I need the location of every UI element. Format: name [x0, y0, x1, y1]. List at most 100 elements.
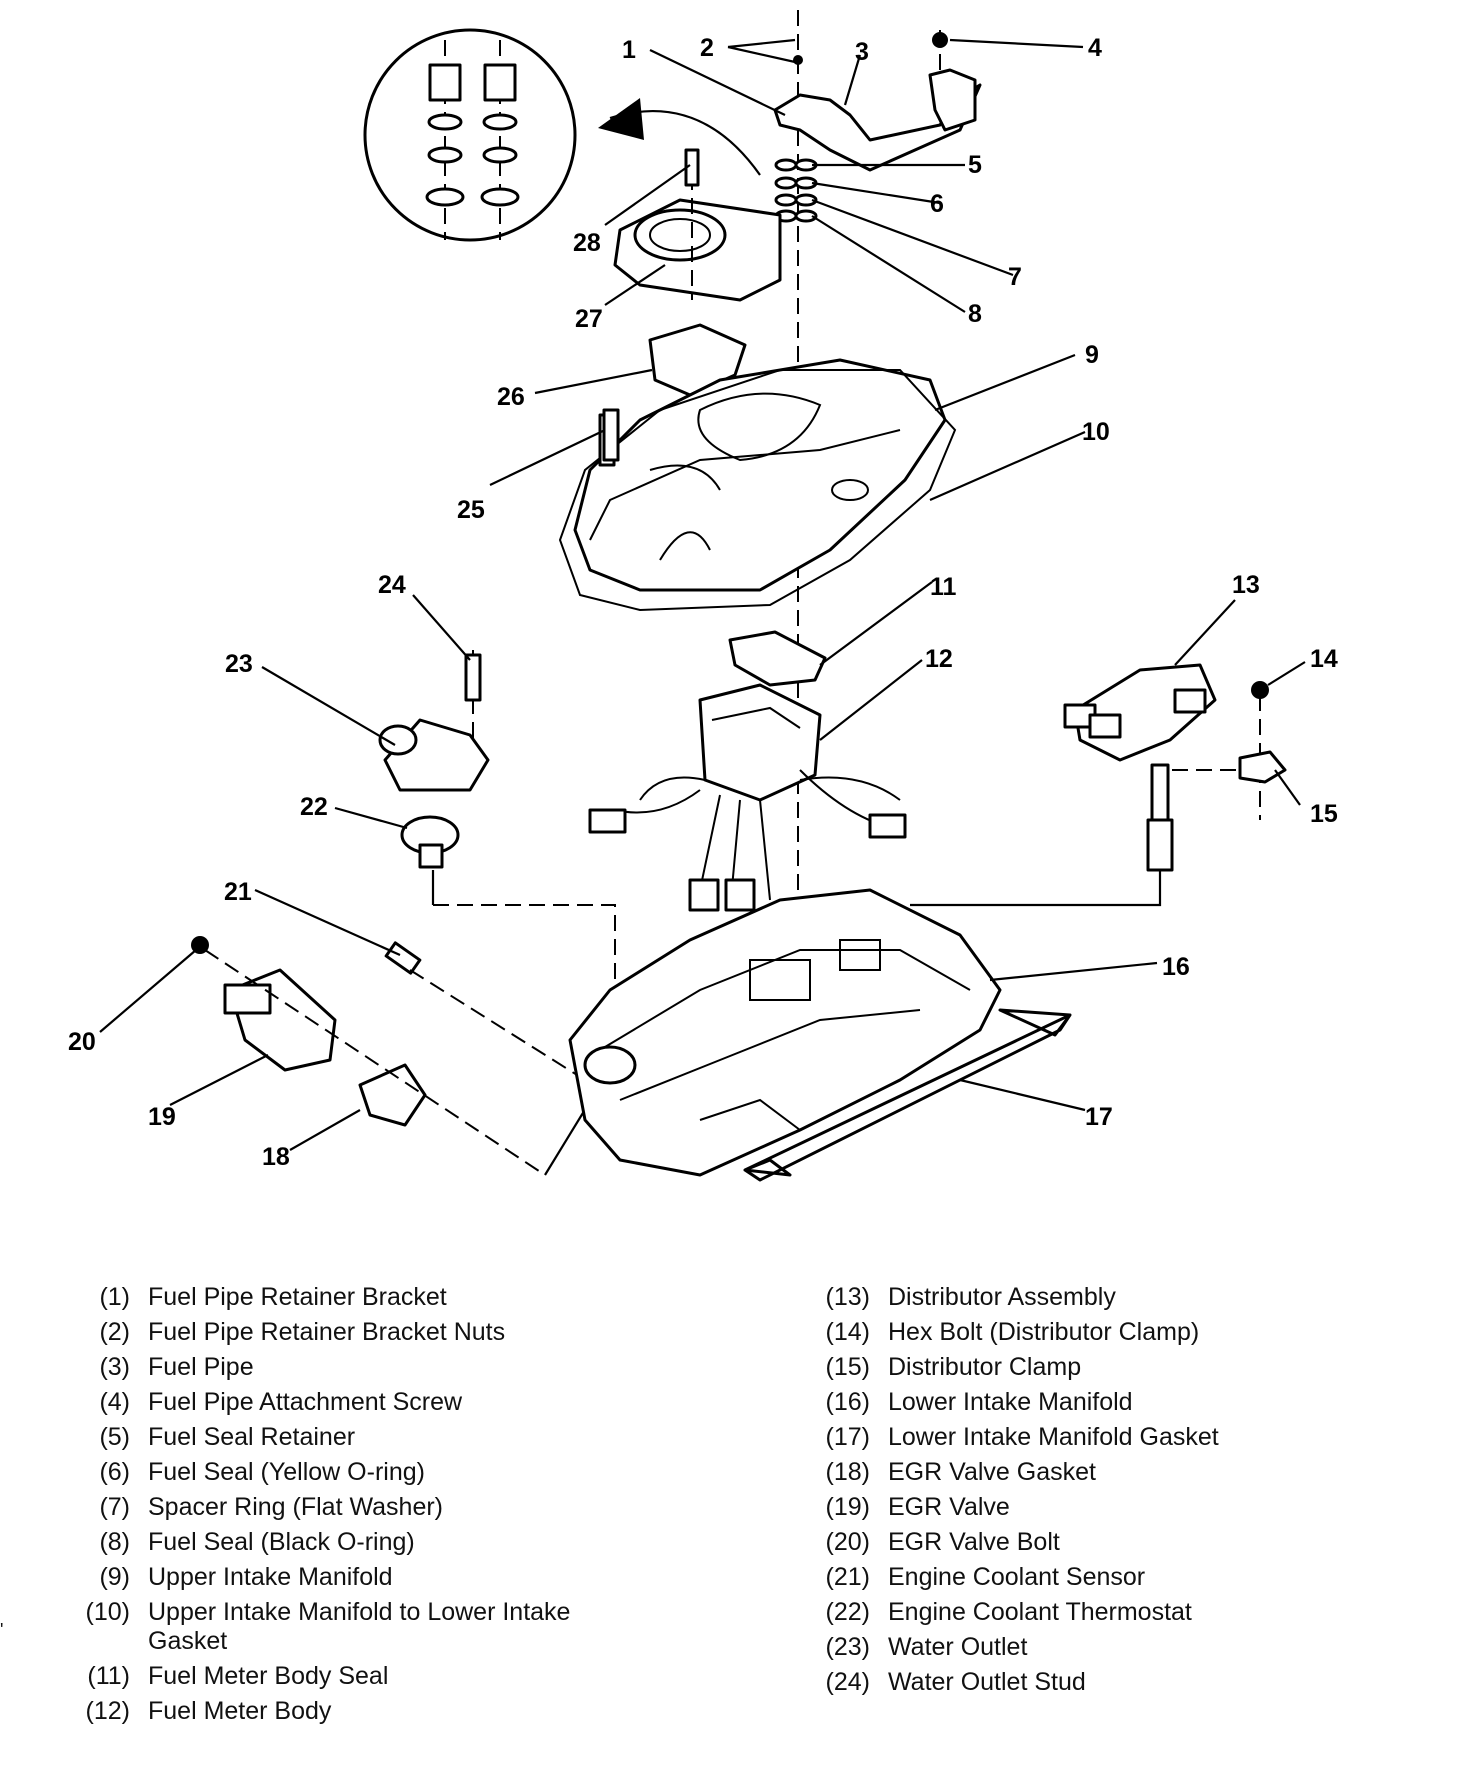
parts-legend: (1) Fuel Pipe Retainer Bracket (2) Fuel Pi… [0, 1280, 1472, 1740]
distributor-to-manifold-line [910, 870, 1162, 907]
legend-text: Fuel Pipe Retainer Bracket [148, 1283, 447, 1311]
fuel-meter-body-seal [728, 630, 827, 687]
legend-item: (13) Distributor Assembly [800, 1280, 1360, 1315]
callout-22: 22 [300, 793, 328, 821]
detail-arrow-head [598, 98, 644, 140]
legend-number: (18) [825, 1458, 870, 1486]
legend-number: (13) [825, 1283, 870, 1311]
legend-item: (23) Water Outlet [800, 1630, 1360, 1665]
callout-17: 17 [1085, 1103, 1113, 1131]
distributor-assembly [1063, 663, 1287, 872]
legend-item: (9)Upper Intake Manifold [60, 1560, 680, 1595]
legend-text: Fuel Pipe [148, 1353, 254, 1381]
legend-item: (6) Fuel Seal (Yellow O-ring) [60, 1455, 680, 1490]
legend-item: (8)Fuel Seal (Black O-ring) [60, 1525, 680, 1560]
legend-number: (14) [825, 1318, 870, 1346]
legend-item: (19)EGR Valve [800, 1490, 1360, 1525]
water-outlet-assembly [378, 650, 490, 869]
legend-text: Engine Coolant Thermostat [888, 1598, 1192, 1626]
sensor-dash [409, 969, 586, 1081]
thermostat-to-manifold-dash [433, 904, 616, 1000]
legend-text: Upper Intake Manifold [148, 1563, 393, 1591]
legend-number: (2) [99, 1318, 130, 1346]
legend-number: (23) [825, 1633, 870, 1661]
callout-20: 20 [68, 1028, 96, 1056]
legend-item: (2) Fuel Pipe Retainer Bracket Nuts [60, 1315, 680, 1350]
engine-coolant-sensor [384, 941, 422, 975]
legend-item: (14) Hex Bolt (Distributor Clamp) [800, 1315, 1360, 1350]
legend-item: (24)Water Outlet Stud [800, 1665, 1360, 1700]
legend-number: (22) [825, 1598, 870, 1626]
legend-item: (3) Fuel Pipe [60, 1350, 680, 1385]
legend-item: (20) EGR Valve Bolt [800, 1525, 1360, 1560]
callout-11: 11 [930, 573, 957, 601]
callout-25: 25 [457, 496, 485, 524]
legend-number: (20) [825, 1528, 870, 1556]
legend-item: (12) Fuel Meter Body [60, 1694, 680, 1729]
legend-number: (1) [99, 1283, 130, 1311]
legend-item: (22) Engine Coolant Thermostat [800, 1595, 1360, 1630]
legend-number: (24) [825, 1668, 870, 1696]
legend-text: Fuel Pipe Retainer Bracket Nuts [148, 1318, 506, 1346]
legend-number: (10) [85, 1598, 130, 1626]
callout-labels: 1 2 3 4 5 6 7 8 9 10 11 12 13 14 15 16 1… [68, 34, 1338, 1171]
legend-number: (3) [99, 1353, 130, 1381]
legend-item: (1) Fuel Pipe Retainer Bracket [60, 1280, 680, 1315]
callout-26: 26 [497, 383, 525, 411]
legend-text: Water Outlet [888, 1633, 1028, 1661]
legend-text: Fuel Seal Retainer [148, 1423, 356, 1451]
legend-text: Lower Intake Manifold Gasket [888, 1423, 1219, 1451]
legend-number: (6) [99, 1458, 130, 1486]
callout-27: 27 [575, 305, 603, 333]
legend-item: (11)Fuel Meter Body Seal [60, 1659, 680, 1694]
legend-text: Upper Intake Manifold to Lower Intake Ga… [148, 1598, 571, 1655]
legend-text: EGR Valve Bolt [888, 1528, 1060, 1556]
callout-23: 23 [225, 650, 253, 678]
callout-21: 21 [224, 878, 252, 906]
egr-valve-assembly [191, 936, 601, 1176]
callout-1: 1 [622, 36, 636, 64]
upper-intake-manifold [558, 358, 957, 612]
throttle-body [613, 148, 782, 302]
legend-column-left: (1) Fuel Pipe Retainer Bracket (2) Fuel Pi… [60, 1280, 680, 1729]
callout-leaders [99, 38, 1306, 1151]
legend-item: (10) Upper Intake Manifold to Lower Intak… [60, 1595, 680, 1659]
legend-text: Hex Bolt (Distributor Clamp) [888, 1318, 1200, 1346]
detail-circle-fuel-seals [363, 28, 761, 242]
legend-item: (7) Spacer Ring (Flat Washer) [60, 1490, 680, 1525]
legend-item: (17) Lower Intake Manifold Gasket [800, 1420, 1360, 1455]
legend-text: Lower Intake Manifold [888, 1388, 1133, 1416]
legend-text: Engine Coolant Sensor [888, 1563, 1146, 1591]
legend-item: (21)Engine Coolant Sensor [800, 1560, 1360, 1595]
callout-10: 10 [1082, 418, 1110, 446]
callout-5: 5 [968, 151, 982, 179]
legend-text: Fuel Meter Body Seal [148, 1662, 389, 1690]
callout-2: 2 [700, 34, 714, 62]
callout-4: 4 [1088, 34, 1102, 62]
legend-number: (19) [825, 1493, 870, 1521]
legend-number: (12) [85, 1697, 130, 1725]
legend-item: (5)Fuel Seal Retainer [60, 1420, 680, 1455]
callout-13: 13 [1232, 571, 1260, 599]
callout-8: 8 [968, 300, 982, 328]
legend-text: Fuel Meter Body [148, 1697, 332, 1725]
callout-24: 24 [378, 571, 406, 599]
throttle-body-gasket [648, 323, 747, 397]
legend-item: (16)Lower Intake Manifold [800, 1385, 1360, 1420]
legend-text: EGR Valve Gasket [888, 1458, 1096, 1486]
legend-text: Distributor Assembly [888, 1283, 1116, 1311]
legend-number: (15) [825, 1353, 870, 1381]
legend-column-right: (13) Distributor Assembly (14) Hex Bolt (D… [800, 1280, 1360, 1700]
callout-12: 12 [925, 645, 953, 673]
callout-15: 15 [1310, 800, 1338, 828]
callout-19: 19 [148, 1103, 176, 1131]
callout-14: 14 [1310, 645, 1338, 673]
legend-number: (17) [825, 1423, 870, 1451]
legend-number: (4) [99, 1388, 130, 1416]
fuel-pipe-assembly [773, 30, 982, 223]
callout-18: 18 [262, 1143, 290, 1171]
legend-number: (8) [99, 1528, 130, 1556]
legend-text: Spacer Ring (Flat Washer) [148, 1493, 443, 1521]
legend-number: (7) [99, 1493, 130, 1521]
legend-text: Fuel Seal (Yellow O-ring) [148, 1458, 425, 1486]
